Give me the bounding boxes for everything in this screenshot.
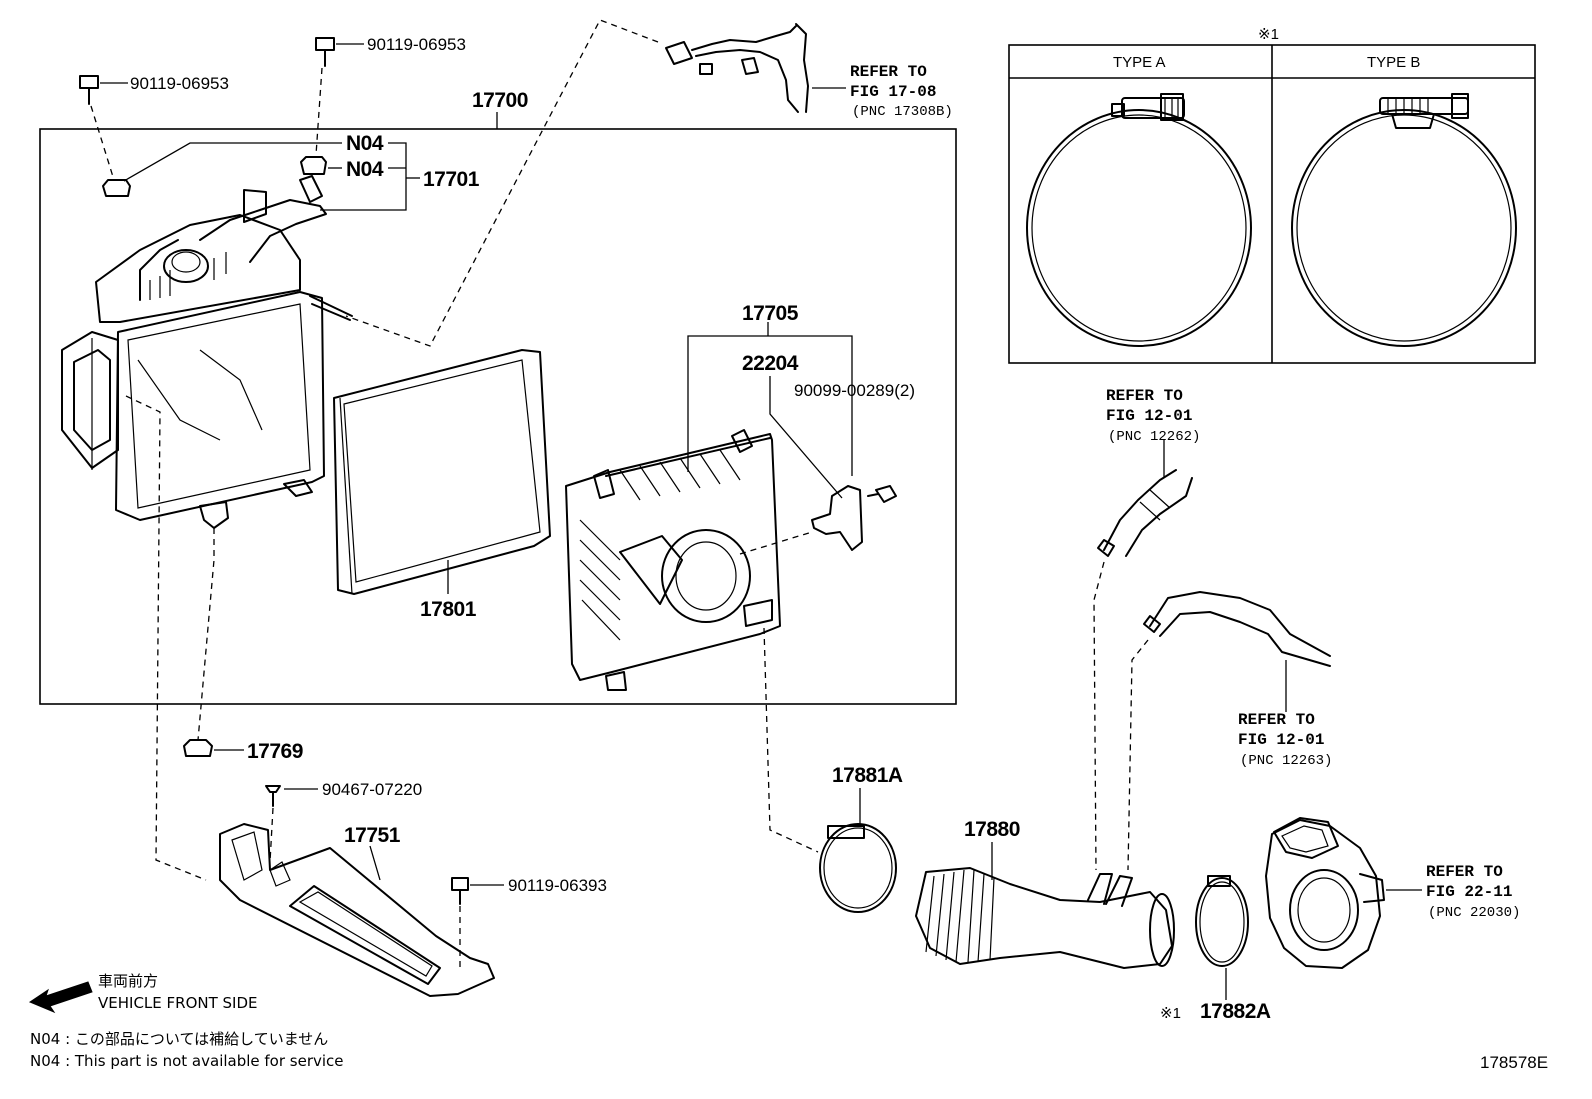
svg-text:FIG 17-08: FIG 17-08	[850, 83, 936, 101]
clamp-type-a-drawing	[1026, 93, 1252, 347]
clamp-17882a-drawing: ※1 17882A	[1160, 875, 1271, 1023]
air-hose-drawing: 17880	[915, 561, 1175, 969]
bolt-90119-06953-b: 90119-06953	[315, 35, 466, 156]
front-label-jp: 車両前方	[98, 972, 158, 990]
bracket-17705: 17705 22204 90099-00289(2)	[687, 302, 915, 499]
label-17705: 17705	[742, 302, 799, 325]
ref-fig-12-01-a: REFER TO FIG 12-01 (PNC 12262)	[1106, 387, 1200, 445]
label-17751: 17751	[344, 824, 401, 847]
clip-90467-07220: 90467-07220	[265, 780, 422, 863]
svg-text:FIG 12-01: FIG 12-01	[1238, 731, 1324, 749]
label-90119-06953-b: 90119-06953	[367, 35, 466, 54]
maf-sensor-drawing	[811, 485, 897, 551]
throttle-body-drawing	[1265, 817, 1422, 969]
label-17769: 17769	[247, 740, 303, 763]
svg-text:FIG 12-01: FIG 12-01	[1106, 407, 1192, 425]
label-17881a: 17881A	[832, 764, 903, 787]
label-n04-b: N04	[346, 158, 384, 181]
ref-fig-22-11: REFER TO FIG 22-11 (PNC 22030)	[1426, 863, 1520, 921]
type-a-label: TYPE A	[1113, 54, 1166, 71]
air-cleaner-case-drawing	[61, 175, 353, 881]
label-90099-00289: 90099-00289(2)	[794, 381, 915, 400]
label-22204: 22204	[742, 352, 799, 375]
filter-element-drawing: 17801	[333, 349, 551, 621]
bolt-90119-06393: 90119-06393	[451, 876, 607, 970]
front-arrow	[28, 981, 93, 1014]
label-90467-07220: 90467-07220	[322, 780, 422, 799]
label-n04-a: N04	[346, 132, 384, 155]
note-jp: N04 : この部品については補給していません	[30, 1030, 328, 1048]
label-17882a-mark: ※1	[1160, 1005, 1181, 1022]
svg-text:REFER TO: REFER TO	[850, 63, 927, 81]
grommet-17769: 17769	[183, 739, 303, 763]
svg-text:REFER TO: REFER TO	[1106, 387, 1183, 405]
wire-harness-drawing	[345, 19, 846, 347]
pcv-hose-b-drawing	[1143, 591, 1331, 712]
assembly-box	[39, 128, 957, 705]
label-17701: 17701	[423, 168, 480, 191]
asterisk-note: ※1	[1258, 26, 1279, 43]
svg-text:(PNC 22030): (PNC 22030)	[1428, 905, 1520, 921]
svg-text:(PNC 12262): (PNC 12262)	[1108, 429, 1200, 445]
ref-fig-12-01-b: REFER TO FIG 12-01 (PNC 12263)	[1238, 711, 1332, 769]
clamp-17881a-drawing: 17881A	[819, 764, 903, 913]
clamp-type-b-drawing	[1291, 93, 1517, 347]
svg-text:REFER TO: REFER TO	[1426, 863, 1503, 881]
ref-fig-17-08: REFER TO FIG 17-08 (PNC 17308B)	[850, 63, 953, 120]
label-17880: 17880	[964, 818, 1020, 841]
clamp-type-table: ※1 TYPE A TYPE B	[1008, 26, 1536, 364]
note-en: N04 : This part is not available for ser…	[30, 1052, 344, 1070]
label-17882a: 17882A	[1200, 1000, 1271, 1023]
inlet-duct-drawing: 17751	[219, 823, 495, 997]
grommet-n04-a: N04	[102, 132, 384, 197]
label-17700: 17700	[472, 89, 528, 112]
type-b-label: TYPE B	[1367, 54, 1420, 71]
svg-text:(PNC 17308B): (PNC 17308B)	[852, 104, 953, 120]
pcv-hose-a-drawing	[1097, 440, 1193, 557]
label-90119-06393: 90119-06393	[508, 876, 607, 895]
grommet-n04-b: N04	[300, 156, 384, 181]
svg-text:REFER TO: REFER TO	[1238, 711, 1315, 729]
front-label-en: VEHICLE FRONT SIDE	[98, 994, 258, 1012]
air-cleaner-cap-drawing	[565, 429, 819, 853]
bolt-90119-06953-a: 90119-06953	[79, 74, 229, 181]
svg-text:FIG 22-11: FIG 22-11	[1426, 883, 1512, 901]
svg-text:(PNC 12263): (PNC 12263)	[1240, 753, 1332, 769]
bracket-17701: 17701	[320, 142, 480, 211]
label-17801: 17801	[420, 598, 477, 621]
diagram-code: 178578E	[1480, 1053, 1548, 1072]
label-90119-06953-a: 90119-06953	[130, 74, 229, 93]
